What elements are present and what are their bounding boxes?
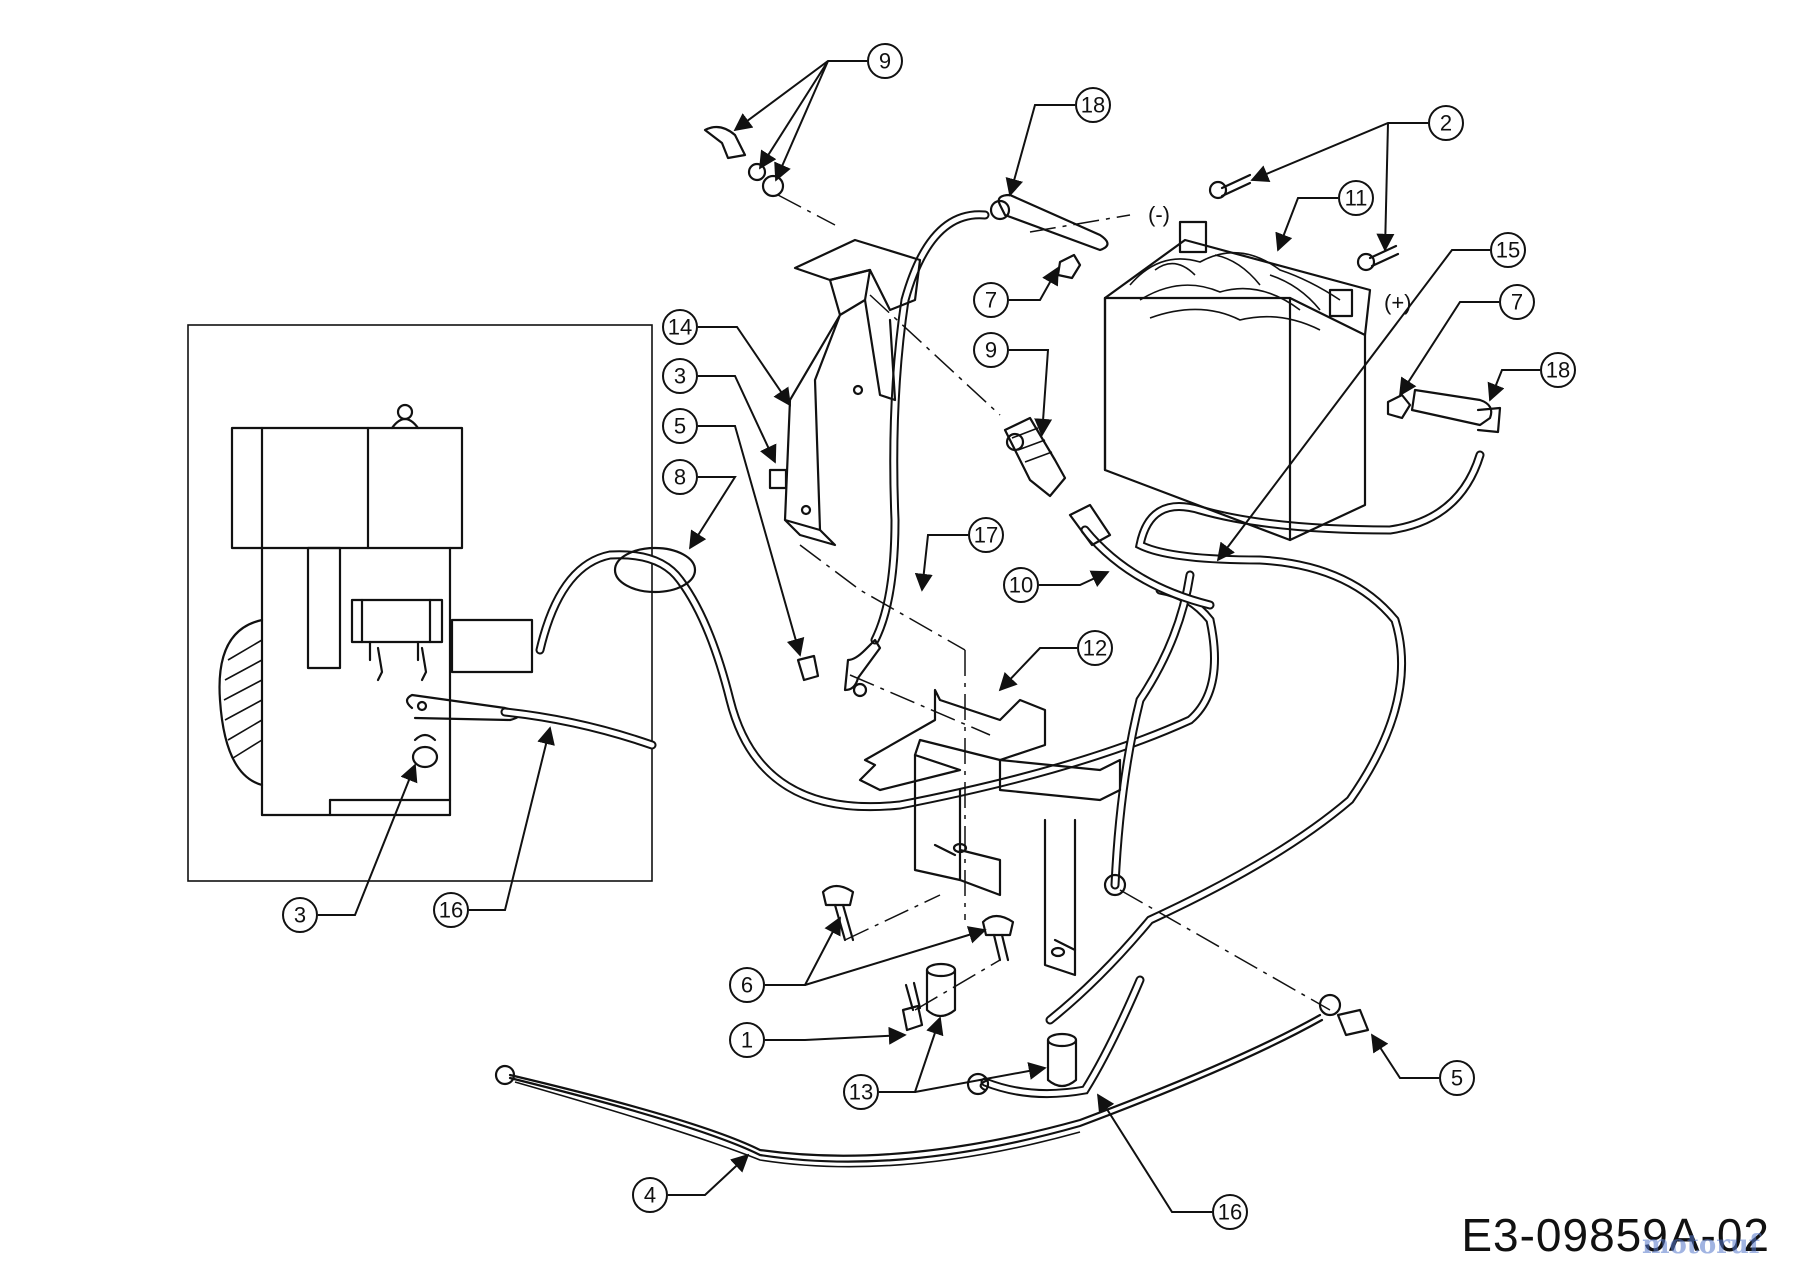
svg-text:3: 3 <box>294 903 306 928</box>
svg-text:3: 3 <box>674 364 686 389</box>
callouts: 9 18 2 11 15 7 18 7 9 17 10 12 <box>282 43 1576 1230</box>
callout-14: 14 <box>662 309 698 345</box>
callout-10: 10 <box>1003 567 1039 603</box>
watermark: motoruf <box>1642 1230 1760 1260</box>
svg-text:15: 15 <box>1496 238 1520 263</box>
hardware <box>703 125 1502 1096</box>
callout-13: 12 <box>1077 630 1113 666</box>
negative-polarity-label: (-) <box>1148 202 1170 227</box>
svg-text:1: 1 <box>741 1028 753 1053</box>
svg-text:9: 9 <box>985 338 997 363</box>
svg-text:10: 10 <box>1009 573 1033 598</box>
svg-text:9: 9 <box>879 49 891 74</box>
battery: (-) (+) <box>1103 173 1412 542</box>
callout-1: 1 <box>729 1022 765 1058</box>
svg-text:5: 5 <box>674 414 686 439</box>
svg-text:17: 17 <box>974 523 998 548</box>
callout-18-top: 18 <box>1075 87 1111 123</box>
callout-2: 2 <box>1428 105 1464 141</box>
positive-polarity-label: (+) <box>1384 290 1412 315</box>
svg-text:12: 12 <box>1083 636 1107 661</box>
svg-text:4: 4 <box>644 1183 656 1208</box>
svg-text:14: 14 <box>668 315 692 340</box>
svg-text:11: 11 <box>1345 186 1368 211</box>
callout-3-bottom: 3 <box>282 897 318 933</box>
callout-5-left: 5 <box>662 408 698 444</box>
callout-9-top: 9 <box>867 43 903 79</box>
callout-3-top: 3 <box>662 358 698 394</box>
center-lines <box>777 194 1331 1011</box>
callout-15: 15 <box>1490 232 1526 268</box>
drawing-code: E3-09859A-02 <box>1461 1209 1770 1261</box>
svg-text:18: 18 <box>1081 93 1105 118</box>
svg-text:13: 13 <box>849 1080 873 1105</box>
callout-18-right: 18 <box>1540 352 1576 388</box>
svg-text:8: 8 <box>674 465 686 490</box>
engine-inset <box>187 324 653 882</box>
svg-text:16: 16 <box>1218 1200 1242 1225</box>
svg-text:7: 7 <box>985 288 997 313</box>
svg-text:18: 18 <box>1546 358 1570 383</box>
callout-9-center: 9 <box>973 332 1009 368</box>
callout-11: 11 <box>1338 180 1374 216</box>
callout-5-right: 5 <box>1439 1060 1475 1096</box>
callout-16-left: 16 <box>433 892 469 928</box>
callout-6: 6 <box>729 967 765 1003</box>
callout-4: 4 <box>632 1177 668 1213</box>
callout-12: 13 <box>843 1074 879 1110</box>
brackets <box>783 238 1122 977</box>
callout-16-bottom: 16 <box>1212 1194 1248 1230</box>
svg-text:5: 5 <box>1451 1066 1463 1091</box>
callout-8: 8 <box>662 459 698 495</box>
callout-7-left: 7 <box>973 282 1009 318</box>
callout-7-right: 7 <box>1499 284 1535 320</box>
svg-text:2: 2 <box>1440 111 1452 136</box>
svg-text:6: 6 <box>741 973 753 998</box>
svg-text:7: 7 <box>1511 290 1523 315</box>
svg-text:16: 16 <box>439 898 463 923</box>
callout-17: 17 <box>968 517 1004 553</box>
